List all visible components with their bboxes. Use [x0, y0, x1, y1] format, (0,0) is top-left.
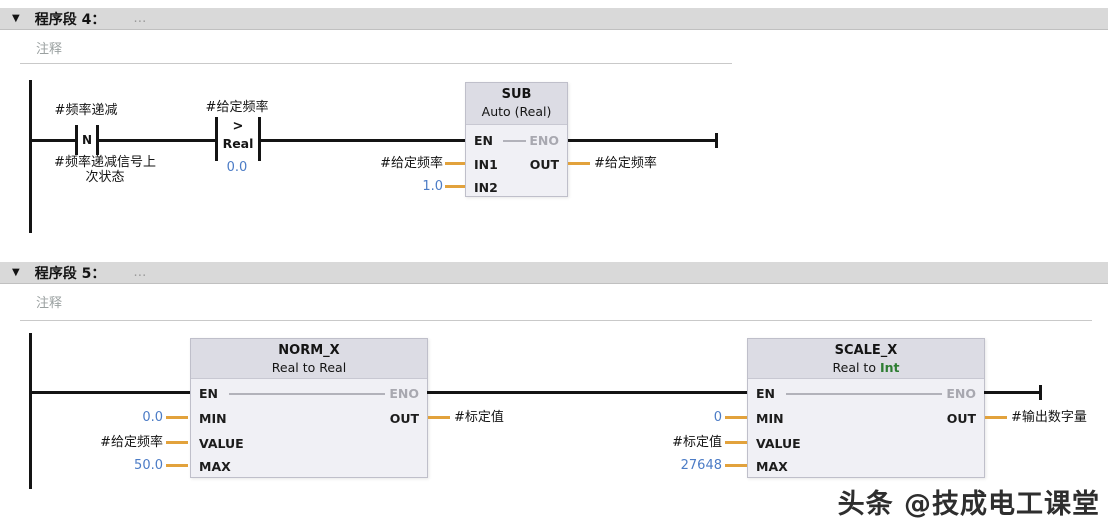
sub-block-mode[interactable]: Auto (Real): [481, 104, 552, 119]
ladder-wire: [568, 139, 716, 142]
sub-in1-operand[interactable]: #给定频率: [380, 156, 443, 171]
watermark: 头条 @技成电工课堂: [837, 489, 1100, 520]
norm-out-operand[interactable]: #标定值: [454, 410, 504, 425]
divider: [20, 320, 1092, 321]
pin-en: EN: [199, 386, 219, 401]
pin-eno: ENO: [529, 133, 559, 148]
collapse-icon[interactable]: ▼: [12, 266, 20, 278]
norm-x-block-header[interactable]: NORM_X Real to Real: [191, 339, 427, 379]
network-4-title[interactable]: 程序段 4：: [34, 11, 106, 28]
connector-stub: [166, 441, 188, 444]
sub-in2-value[interactable]: 1.0: [422, 179, 443, 194]
power-rail: [29, 333, 32, 489]
compare-value[interactable]: 0.0: [226, 160, 248, 175]
edge-memory-operand-line2[interactable]: 次状态: [85, 170, 125, 185]
edge-contact-left-bar[interactable]: [75, 125, 78, 155]
en-eno-line: [786, 393, 942, 395]
scale-x-type-prefix: Real to: [832, 360, 880, 375]
ladder-wire: [29, 139, 75, 142]
edge-contact-symbol[interactable]: N: [81, 133, 93, 147]
pin-max: MAX: [199, 459, 231, 474]
network-4-header-bar[interactable]: ▼ 程序段 4： …: [0, 8, 1108, 30]
scale-x-type-int[interactable]: Int: [879, 360, 900, 375]
connector-stub: [428, 416, 450, 419]
pin-en: EN: [474, 133, 494, 148]
norm-value-operand[interactable]: #给定频率: [100, 435, 163, 450]
ladder-wire: [984, 391, 1040, 394]
edge-contact-right-bar[interactable]: [96, 125, 99, 155]
connector-stub: [445, 185, 465, 188]
scale-value-operand[interactable]: #标定值: [672, 435, 722, 450]
divider: [20, 63, 732, 64]
pin-in1: IN1: [474, 157, 498, 172]
norm-min-value[interactable]: 0.0: [142, 410, 163, 425]
scale-x-block-header[interactable]: SCALE_X Real to Int: [748, 339, 984, 379]
connector-stub: [725, 441, 747, 444]
connector-stub: [985, 416, 1007, 419]
wire-end-tick: [1039, 385, 1042, 400]
pin-value: VALUE: [756, 436, 801, 451]
pin-out: OUT: [946, 411, 976, 426]
compare-contact-data-type[interactable]: Real: [222, 136, 254, 151]
scale-min-value[interactable]: 0: [713, 410, 722, 425]
network-5-title[interactable]: 程序段 5：: [34, 265, 106, 282]
compare-contact-right-bar[interactable]: [258, 117, 261, 161]
sub-block[interactable]: SUB Auto (Real) EN ENO IN1 OUT IN2: [465, 82, 568, 197]
pin-min: MIN: [199, 411, 227, 426]
pin-value: VALUE: [199, 436, 244, 451]
compare-contact-operator[interactable]: >: [232, 119, 244, 134]
scale-max-value[interactable]: 27648: [680, 458, 722, 473]
pin-out: OUT: [389, 411, 419, 426]
connector-stub: [725, 416, 747, 419]
connector-stub: [725, 464, 747, 467]
connector-stub: [166, 416, 188, 419]
pin-in2: IN2: [474, 180, 498, 195]
edge-memory-operand-line1[interactable]: #频率递减信号上: [54, 155, 156, 170]
pin-max: MAX: [756, 459, 788, 474]
compare-contact-operand[interactable]: #给定频率: [205, 100, 269, 115]
sub-block-header[interactable]: SUB Auto (Real): [466, 83, 567, 125]
ladder-wire: [99, 139, 215, 142]
collapse-icon[interactable]: ▼: [12, 12, 20, 24]
pin-min: MIN: [756, 411, 784, 426]
connector-stub: [166, 464, 188, 467]
network-5-comment[interactable]: 注释: [36, 296, 63, 311]
network-4-comment[interactable]: 注释: [36, 42, 63, 57]
pin-out: OUT: [529, 157, 559, 172]
network-5-title-placeholder[interactable]: …: [133, 265, 149, 280]
ladder-wire: [261, 139, 465, 142]
wire-end-tick: [715, 133, 718, 148]
norm-x-block[interactable]: NORM_X Real to Real EN ENO MIN OUT VALUE…: [190, 338, 428, 478]
scale-out-operand[interactable]: #输出数字量: [1011, 410, 1087, 425]
norm-max-value[interactable]: 50.0: [134, 458, 163, 473]
pin-eno: ENO: [389, 386, 419, 401]
edge-contact-operand[interactable]: #频率递减: [54, 103, 118, 118]
pin-eno: ENO: [946, 386, 976, 401]
norm-x-title[interactable]: NORM_X: [278, 343, 340, 358]
pin-en: EN: [756, 386, 776, 401]
en-eno-line: [229, 393, 385, 395]
network-5-header-bar[interactable]: ▼ 程序段 5： …: [0, 262, 1108, 284]
scale-x-title[interactable]: SCALE_X: [834, 343, 898, 358]
ladder-wire: [29, 391, 191, 394]
sub-out-operand[interactable]: #给定频率: [594, 156, 657, 171]
scale-x-block[interactable]: SCALE_X Real to Int EN ENO MIN OUT VALUE…: [747, 338, 985, 478]
norm-x-type-conversion[interactable]: Real to Real: [271, 360, 347, 375]
connector-stub: [445, 162, 465, 165]
en-eno-line: [503, 140, 526, 142]
compare-contact-left-bar[interactable]: [215, 117, 218, 161]
ladder-wire: [427, 391, 748, 394]
sub-block-title[interactable]: SUB: [501, 87, 532, 102]
scale-x-type-conversion[interactable]: Real to Int: [748, 359, 984, 376]
connector-stub: [568, 162, 590, 165]
network-4-title-placeholder[interactable]: …: [133, 11, 149, 26]
power-rail: [29, 80, 32, 233]
